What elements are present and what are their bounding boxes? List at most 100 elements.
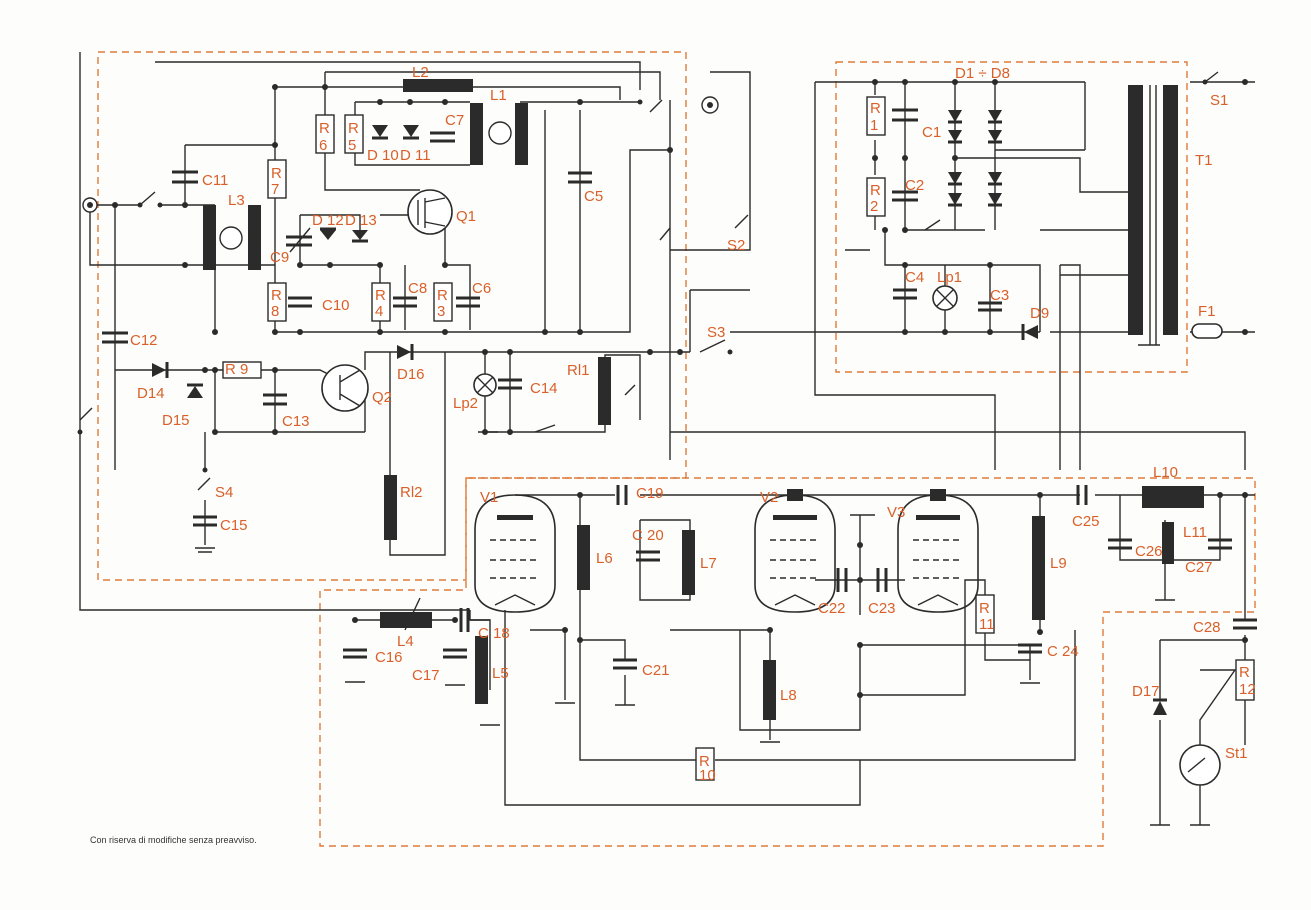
label-C6: C6 xyxy=(472,280,491,297)
label-R7-num: 7 xyxy=(271,181,279,198)
label-L2: L2 xyxy=(412,64,429,81)
label-V1: V1 xyxy=(480,489,498,506)
tube-wiring xyxy=(355,494,1255,825)
label-C7: C7 xyxy=(445,112,464,129)
label-Q1: Q1 xyxy=(456,208,476,225)
label-L9: L9 xyxy=(1050,555,1067,572)
label-R10: R xyxy=(699,753,710,770)
label-R10-num: 10 xyxy=(699,767,716,784)
label-R8: R xyxy=(271,287,282,304)
label-S4: S4 xyxy=(215,484,233,501)
label-C17: C17 xyxy=(412,667,440,684)
label-C4: C4 xyxy=(905,269,924,286)
label-C25: C25 xyxy=(1072,513,1100,530)
coax-connectors xyxy=(82,96,719,213)
label-D10: D 10 xyxy=(367,147,399,164)
label-C26: C26 xyxy=(1135,543,1163,560)
label-C5: C5 xyxy=(584,188,603,205)
label-Rl1: Rl1 xyxy=(567,362,590,379)
diodes xyxy=(152,110,1167,715)
junction-dots xyxy=(112,79,1248,698)
label-R5: R xyxy=(348,120,359,137)
label-V2: V2 xyxy=(760,489,778,506)
resistors xyxy=(222,96,1255,781)
label-R3: R xyxy=(437,287,448,304)
label-R7: R xyxy=(271,165,282,182)
label-C20: C 20 xyxy=(632,527,664,544)
label-D9: D9 xyxy=(1030,305,1049,322)
label-D17: D17 xyxy=(1132,683,1160,700)
outline-rf-module xyxy=(97,51,687,581)
label-D1-D8: D1 ÷ D8 xyxy=(955,65,1010,82)
label-C28: C28 xyxy=(1193,619,1221,636)
label-C21: C21 xyxy=(642,662,670,679)
label-L8: L8 xyxy=(780,687,797,704)
label-C11: C11 xyxy=(202,172,228,189)
ground-symbols xyxy=(195,249,1210,826)
label-Lp2: Lp2 xyxy=(453,395,478,412)
label-L4: L4 xyxy=(397,633,414,650)
label-R9-num: 9 xyxy=(240,361,248,378)
inductors xyxy=(203,79,1204,720)
label-L11: L11 xyxy=(1183,524,1207,541)
label-C24: C 24 xyxy=(1047,643,1079,660)
label-Q2: Q2 xyxy=(372,389,392,406)
label-R6-num: 6 xyxy=(319,137,327,154)
label-C22: C22 xyxy=(818,600,846,617)
label-R3-num: 3 xyxy=(437,303,445,320)
label-R5-num: 5 xyxy=(348,137,356,154)
label-C2: C2 xyxy=(905,177,924,194)
outline-tube-module xyxy=(319,477,1256,847)
power-wiring xyxy=(814,81,1255,470)
label-C1: C1 xyxy=(922,124,941,141)
label-F1: F1 xyxy=(1198,303,1216,320)
rf-wiring xyxy=(79,52,1246,611)
label-Rl2: Rl2 xyxy=(400,484,423,501)
label-C23: C23 xyxy=(868,600,896,617)
label-R1: R xyxy=(870,100,881,117)
label-D15: D15 xyxy=(162,412,190,429)
outline-power-module xyxy=(835,61,1188,373)
label-S3: S3 xyxy=(707,324,725,341)
label-R12: R xyxy=(1239,664,1250,681)
label-St1: St1 xyxy=(1225,745,1248,762)
label-C15: C15 xyxy=(220,517,248,534)
label-L6: L6 xyxy=(596,550,613,567)
label-D11: D 11 xyxy=(400,147,431,164)
label-R6: R xyxy=(319,120,330,137)
capacitors xyxy=(102,108,1257,670)
label-R1-num: 1 xyxy=(870,117,878,134)
label-V3: V3 xyxy=(887,504,905,521)
footnote-disclaimer: Con riserva di modifiche senza preavviso… xyxy=(90,835,257,845)
label-R2: R xyxy=(870,182,881,199)
label-D16: D16 xyxy=(397,366,425,383)
label-R4: R xyxy=(375,287,386,304)
label-D12: D 12 xyxy=(312,212,344,229)
label-C10: C10 xyxy=(322,297,350,314)
label-D14: D14 xyxy=(137,385,165,402)
label-C3: C3 xyxy=(990,287,1009,304)
label-R9: R xyxy=(225,361,236,378)
label-C18: C 18 xyxy=(478,625,510,642)
label-L3: L3 xyxy=(228,192,245,209)
label-S1: S1 xyxy=(1210,92,1228,109)
label-L10: L10 xyxy=(1153,464,1178,481)
label-C14: C14 xyxy=(530,380,558,397)
label-C8: C8 xyxy=(408,280,427,297)
label-C16: C16 xyxy=(375,649,403,666)
label-D13: D 13 xyxy=(345,212,377,229)
label-R8-num: 8 xyxy=(271,303,279,320)
component-labels: L2 L1 R 6 R 5 D 10 D 11 C7 C11 R 7 L3 D … xyxy=(130,64,1256,784)
label-R2-num: 2 xyxy=(870,198,878,215)
label-S2: S2 xyxy=(727,237,745,254)
vacuum-tubes xyxy=(474,489,979,613)
label-L1: L1 xyxy=(490,87,507,104)
label-R12-num: 12 xyxy=(1239,681,1256,698)
label-C27: C27 xyxy=(1185,559,1213,576)
label-R11-num: 11 xyxy=(979,616,995,633)
label-C13: C13 xyxy=(282,413,310,430)
label-C19: C19 xyxy=(636,485,664,502)
label-R4-num: 4 xyxy=(375,303,383,320)
